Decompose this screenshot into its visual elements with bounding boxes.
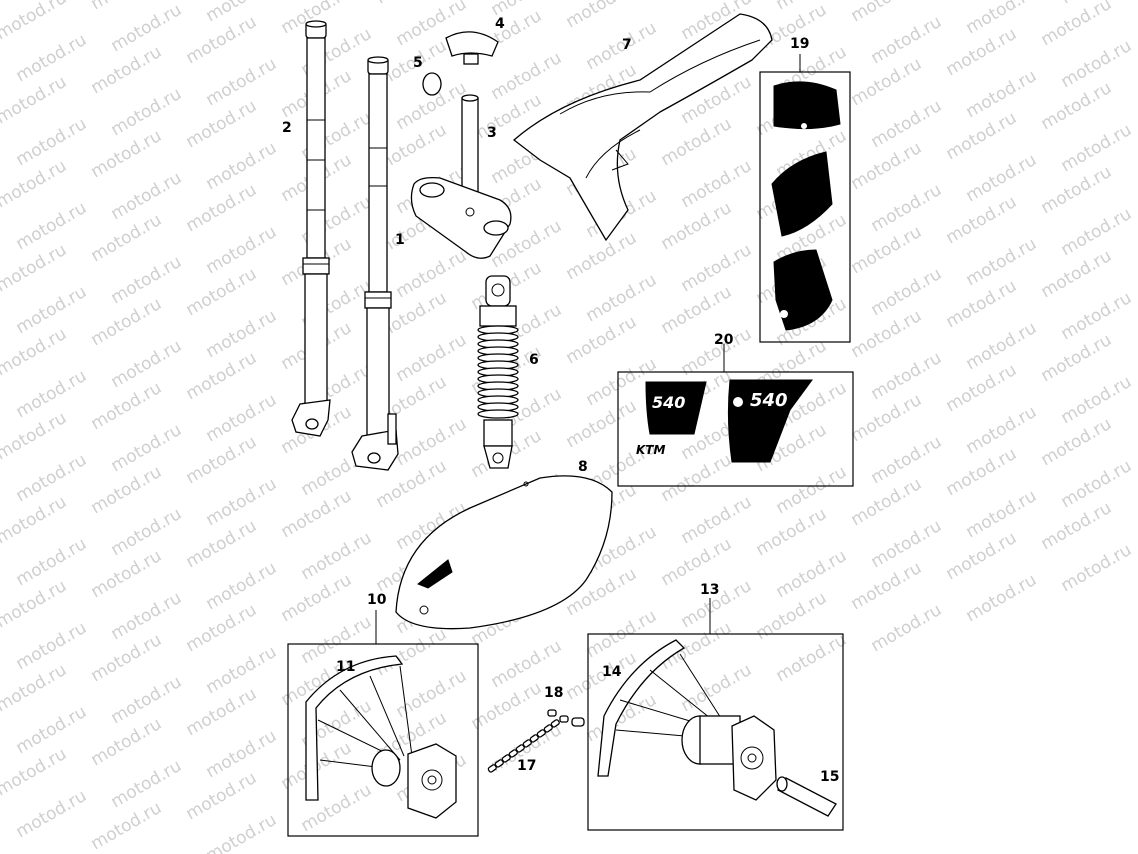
watermark-text: motod.ru <box>0 660 70 716</box>
watermark-text: motod.ru <box>0 240 70 296</box>
callout-labels: 1 2 3 4 5 6 7 8 10 11 13 14 15 17 18 19 … <box>282 16 839 785</box>
callout-14: 14 <box>602 664 622 680</box>
watermark-text: motod.ru <box>0 0 70 44</box>
watermark-text: motod.ru <box>848 0 926 26</box>
callout-1: 1 <box>395 232 405 248</box>
watermark-text: motod.ru <box>963 570 1041 626</box>
chain-link <box>550 719 560 728</box>
watermark-text: motod.ru <box>1038 0 1116 50</box>
watermark-text: motod.ru <box>0 576 70 632</box>
watermark-text: motod.ru <box>0 744 70 800</box>
leader-lines <box>375 54 801 644</box>
front-wheel-assembly <box>287 643 479 837</box>
watermark-text: motod.ru <box>203 810 281 854</box>
callout-11: 11 <box>336 659 355 675</box>
callout-10: 10 <box>367 592 387 608</box>
callout-3: 3 <box>487 125 497 141</box>
callout-8: 8 <box>578 459 588 475</box>
callout-7: 7 <box>622 37 632 53</box>
watermark-text: motod.ru <box>0 408 70 464</box>
triple-clamp <box>410 94 512 259</box>
chain-master-link <box>547 709 585 727</box>
callout-20: 20 <box>714 332 734 348</box>
steering-cap <box>445 31 499 65</box>
watermark-text: motod.ru <box>0 324 70 380</box>
watermark-text: motod.ru <box>1058 540 1136 596</box>
rear-fender <box>512 13 773 242</box>
callout-19: 19 <box>790 36 809 52</box>
watermark-text: motod.ru <box>563 0 641 32</box>
decal-number-large: 540 <box>750 390 788 411</box>
watermark-text: motod.ru <box>773 630 851 686</box>
o-ring <box>422 72 442 96</box>
fork-leg-right <box>351 56 399 471</box>
watermark-text: motod.ru <box>0 156 70 212</box>
spring-coil <box>477 409 519 419</box>
side-decal-set <box>759 71 851 343</box>
number-decal-set: 540 540 KTM <box>617 371 854 487</box>
callout-17: 17 <box>517 758 536 774</box>
side-cover <box>395 475 613 630</box>
fork-leg-left <box>291 20 331 437</box>
brand-logo: KTM <box>636 443 665 457</box>
callout-6: 6 <box>529 352 539 368</box>
watermark-text: motod.ru <box>0 492 70 548</box>
watermark-text: motod.ru <box>0 72 70 128</box>
watermark-text: motod.ru <box>13 786 91 842</box>
callout-18: 18 <box>544 685 563 701</box>
drive-chain <box>487 719 560 773</box>
decal-number-small: 540 <box>652 393 685 412</box>
callout-13: 13 <box>700 582 719 598</box>
callout-15: 15 <box>820 769 839 785</box>
watermark-text: motod.ru <box>868 600 946 656</box>
callout-4: 4 <box>495 16 505 32</box>
callout-5: 5 <box>413 55 423 71</box>
callout-2: 2 <box>282 120 292 136</box>
rear-wheel-assembly <box>587 633 844 831</box>
shock-absorber <box>477 275 519 469</box>
